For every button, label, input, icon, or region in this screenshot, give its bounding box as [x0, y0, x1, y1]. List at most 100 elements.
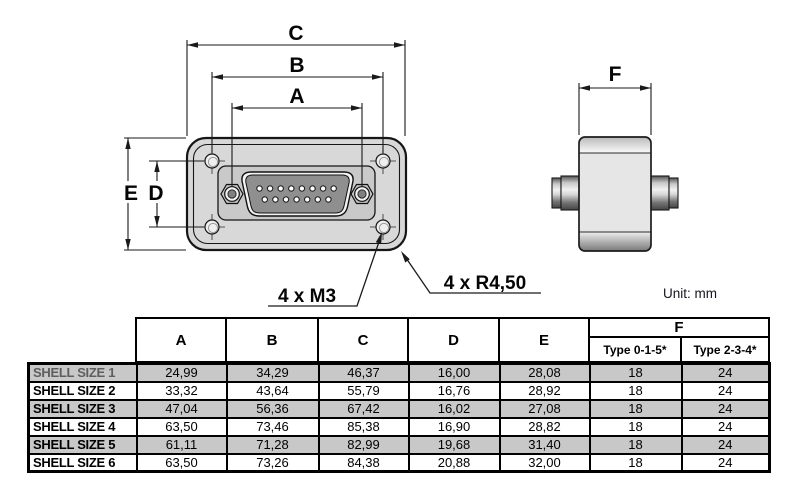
label-mask-e	[122, 181, 141, 203]
cell-b: 34,29	[225, 362, 320, 383]
cell-d: 19,68	[407, 434, 501, 455]
cell-d: 16,76	[407, 380, 501, 401]
cell-f1: 18	[588, 434, 683, 455]
cell-b: 71,28	[225, 434, 320, 455]
cell-f1: 18	[588, 362, 683, 383]
cell-f2: 24	[680, 416, 771, 437]
cell-f1: 18	[588, 398, 683, 419]
table-row: SHELL SIZE 6 63,50 73,26 84,38 20,88 32,…	[27, 452, 771, 473]
cell-e: 27,08	[498, 398, 591, 419]
cell-e: 28,92	[498, 380, 591, 401]
technical-drawing: C B A E D F 4 x M3 4 x R4,50	[122, 22, 679, 307]
cell-c: 85,38	[317, 416, 410, 437]
table-row: SHELL SIZE 3 47,04 56,36 67,42 16,02 27,…	[27, 398, 771, 419]
dim-label-f: F	[609, 63, 622, 86]
table-row: SHELL SIZE 5 61,11 71,28 82,99 19,68 31,…	[27, 434, 771, 455]
svg-text:4 x R4,50: 4 x R4,50	[444, 273, 526, 294]
cell-c: 82,99	[317, 434, 410, 455]
pin	[282, 196, 290, 203]
row-label: SHELL SIZE 2	[27, 380, 138, 401]
cell-f1: 18	[588, 380, 683, 401]
cell-e: 32,00	[498, 452, 591, 473]
table-row: SHELL SIZE 1 24,99 34,29 46,37 16,00 28,…	[27, 362, 771, 383]
side-body-outline	[578, 136, 652, 252]
pin	[266, 185, 274, 192]
dim-label-a: A	[289, 85, 304, 108]
pin	[330, 185, 337, 192]
dimension-arrows	[125, 42, 651, 250]
pin	[309, 185, 316, 192]
spec-table-body: SHELL SIZE 1 24,99 34,29 46,37 16,00 28,…	[27, 362, 771, 473]
pin	[319, 185, 327, 192]
cell-f1: 18	[588, 416, 683, 437]
cell-a: 63,50	[135, 416, 228, 437]
col-header-f: F	[587, 317, 771, 338]
side-body-fill	[579, 137, 651, 251]
cell-f2: 24	[680, 452, 771, 473]
cell-a: 63,50	[135, 452, 228, 473]
cell-a: 33,32	[135, 380, 228, 401]
cell-b: 73,26	[225, 452, 320, 473]
cell-e: 31,40	[498, 434, 591, 455]
pin	[272, 196, 279, 203]
pin	[325, 196, 332, 203]
dsub-shell-inner	[245, 174, 350, 214]
pin	[277, 185, 284, 192]
col-header-d: D	[407, 317, 500, 363]
cell-f2: 24	[680, 434, 771, 455]
cell-d: 16,90	[407, 416, 501, 437]
callout-r450: 4 x R4,50	[401, 251, 541, 294]
pin	[261, 196, 269, 203]
col-header-e: E	[498, 317, 590, 363]
side-jackscrew-right	[650, 175, 679, 211]
cell-f2: 24	[680, 362, 771, 383]
cell-e: 28,08	[498, 362, 591, 383]
row-label: SHELL SIZE 5	[27, 434, 138, 455]
pin	[303, 196, 311, 203]
callout-m3: 4 x M3	[268, 232, 382, 307]
table-row: SHELL SIZE 4 63,50 73,46 85,38 16,90 28,…	[27, 416, 771, 437]
cell-b: 56,36	[225, 398, 320, 419]
row-label: SHELL SIZE 1	[27, 362, 138, 383]
cell-c: 55,79	[317, 380, 410, 401]
row-label: SHELL SIZE 4	[27, 416, 138, 437]
dim-label-e: E	[124, 182, 138, 205]
front-view	[185, 136, 408, 252]
label-mask-d	[147, 181, 166, 203]
cell-c: 46,37	[317, 362, 410, 383]
cell-b: 73,46	[225, 416, 320, 437]
side-jackscrew-left	[551, 175, 580, 211]
cell-c: 67,42	[317, 398, 410, 419]
unit-label: Unit: mm	[663, 286, 717, 301]
cell-d: 20,88	[407, 452, 501, 473]
row-label: SHELL SIZE 6	[27, 452, 138, 473]
pin	[288, 185, 295, 192]
cell-f2: 24	[680, 398, 771, 419]
svg-text:4 x M3: 4 x M3	[278, 286, 336, 307]
dim-label-d: D	[148, 182, 163, 205]
cell-a: 61,11	[135, 434, 228, 455]
col-header-b: B	[225, 317, 319, 363]
cell-c: 84,38	[317, 452, 410, 473]
dsub-pin-field	[256, 185, 337, 203]
side-body-top-band	[579, 137, 651, 153]
spec-table-header: A B C D E F Type 0-1-5* Type 2-3-4*	[135, 317, 771, 363]
dim-label-c: C	[288, 22, 303, 45]
cell-f2: 24	[680, 380, 771, 401]
cell-b: 43,64	[225, 380, 320, 401]
pin	[256, 185, 263, 192]
side-body-bottom-band	[579, 232, 651, 251]
cell-e: 28,82	[498, 416, 591, 437]
row-label: SHELL SIZE 3	[27, 398, 138, 419]
col-header-a: A	[135, 317, 227, 363]
cell-a: 47,04	[135, 398, 228, 419]
pin	[298, 185, 306, 192]
dim-label-b: B	[289, 54, 304, 77]
cell-f1: 18	[588, 452, 683, 473]
table-row: SHELL SIZE 2 33,32 43,64 55,79 16,76 28,…	[27, 380, 771, 401]
cell-d: 16,00	[407, 362, 501, 383]
jackscrew-nut-right	[350, 183, 374, 205]
col-header-f-type234: Type 2-3-4*	[679, 336, 771, 363]
side-view	[551, 136, 679, 252]
jackscrew-nut-left	[220, 183, 244, 205]
